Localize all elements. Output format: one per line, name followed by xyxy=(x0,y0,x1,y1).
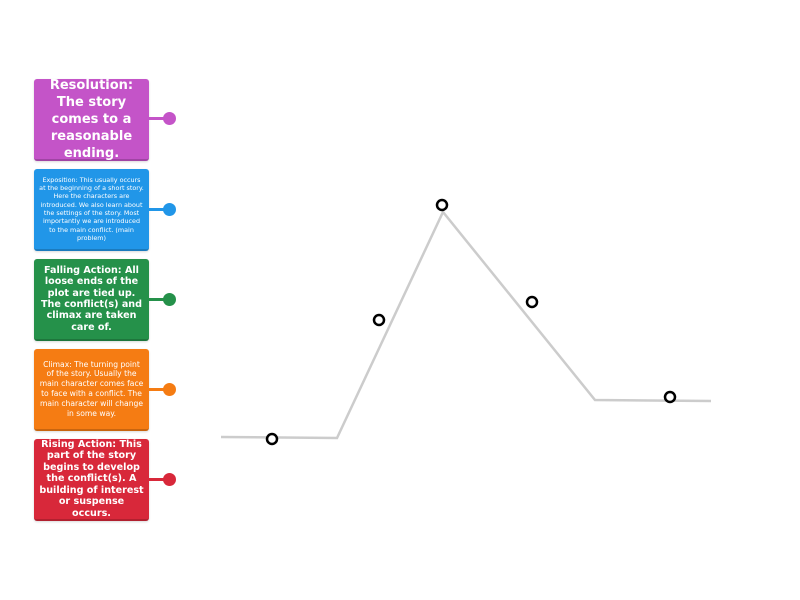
connector-stem xyxy=(149,117,166,120)
drag-handle-exposition[interactable] xyxy=(163,203,176,216)
label-card-climax[interactable]: Climax: The turning point of the story. … xyxy=(34,349,149,431)
label-card-rising-action[interactable]: Rising Action: This part of the story be… xyxy=(34,439,149,521)
drop-target-climax[interactable] xyxy=(435,198,449,212)
label-card-text: Exposition: This usually occurs at the b… xyxy=(39,175,144,242)
drag-handle-rising-action[interactable] xyxy=(163,473,176,486)
label-card-resolution[interactable]: Resolution: The story comes to a reasona… xyxy=(34,77,149,161)
label-card-text: Resolution: The story comes to a reasona… xyxy=(49,77,134,161)
drop-target-resolution[interactable] xyxy=(663,390,677,404)
drop-target-exposition[interactable] xyxy=(265,432,279,446)
drag-handle-climax[interactable] xyxy=(163,383,176,396)
connector-stem xyxy=(149,388,166,391)
connector-stem xyxy=(149,478,166,481)
connector-stem xyxy=(149,298,166,301)
label-card-text: Falling Action: All loose ends of the pl… xyxy=(41,264,142,333)
drop-target-falling-action[interactable] xyxy=(525,295,539,309)
drop-target-rising-action[interactable] xyxy=(372,313,386,327)
drag-handle-falling-action[interactable] xyxy=(163,293,176,306)
label-card-text: Rising Action: This part of the story be… xyxy=(39,439,144,519)
drag-handle-resolution[interactable] xyxy=(163,112,176,125)
label-card-text: Climax: The turning point of the story. … xyxy=(39,359,144,418)
plot-line xyxy=(220,209,712,440)
connector-stem xyxy=(149,208,166,211)
label-card-exposition[interactable]: Exposition: This usually occurs at the b… xyxy=(34,169,149,251)
label-card-falling-action[interactable]: Falling Action: All loose ends of the pl… xyxy=(34,259,149,341)
